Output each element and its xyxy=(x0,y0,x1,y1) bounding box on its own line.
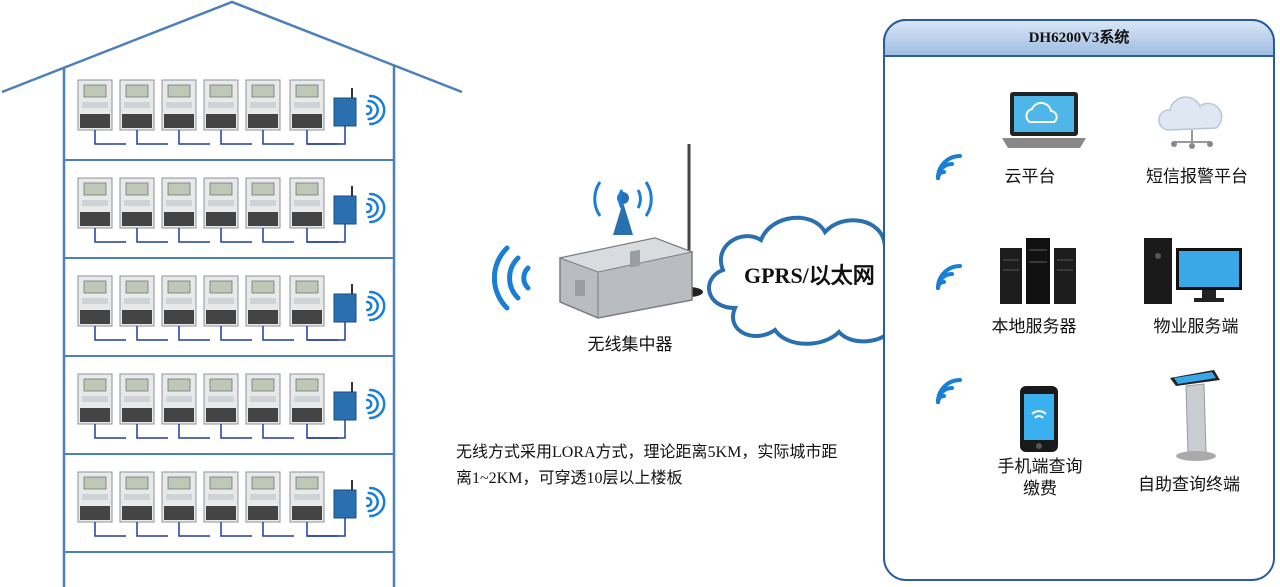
electric-meter-icon xyxy=(77,373,113,425)
electric-meter-icon xyxy=(119,177,155,229)
building-roof xyxy=(1,0,463,94)
electric-meter-icon xyxy=(119,275,155,327)
cloud-network-icon xyxy=(1158,96,1223,149)
electric-meter-icon xyxy=(289,177,325,229)
electric-meter-icon xyxy=(245,275,281,327)
desktop-computer-icon xyxy=(1144,238,1242,304)
wifi-signal-icon xyxy=(936,378,962,404)
electric-meter-icon xyxy=(77,79,113,131)
wifi-signal-icon xyxy=(365,290,386,322)
building-floor xyxy=(64,373,394,455)
laptop-cloud-icon xyxy=(1002,92,1086,148)
wifi-signal-icon xyxy=(365,388,386,420)
wifi-signal-icon xyxy=(365,486,386,518)
wifi-signal-icon xyxy=(365,94,386,126)
electric-meter-icon xyxy=(289,79,325,131)
electric-meter-icon xyxy=(161,177,197,229)
system-panel-title: DH6200V3系统 xyxy=(1028,30,1130,46)
electric-meter-icon xyxy=(245,373,281,425)
electric-meter-icon xyxy=(77,177,113,229)
wifi-signal-icon xyxy=(365,192,386,224)
system-panel xyxy=(883,19,1275,581)
electric-meter-icon xyxy=(289,373,325,425)
wireless-concentrator xyxy=(491,144,703,319)
electric-meter-icon xyxy=(245,177,281,229)
platform-label: 云平台 xyxy=(1004,167,1056,187)
building-floor xyxy=(64,275,394,357)
platform-label: 短信报警平台 xyxy=(1146,167,1248,187)
description-text: 无线方式采用LORA方式，理论距离5KM，实际城市距离1~2KM，可穿透10层以… xyxy=(456,444,838,487)
electric-meter-icon xyxy=(161,373,197,425)
electric-meter-icon xyxy=(77,275,113,327)
lora-module-icon xyxy=(333,284,357,323)
electric-meter-icon xyxy=(289,471,325,523)
electric-meter-icon xyxy=(203,177,239,229)
platform-label: 本地服务器 xyxy=(991,317,1077,337)
concentrator-label: 无线集中器 xyxy=(587,335,673,355)
lora-module-icon xyxy=(333,186,357,225)
electric-meter-icon xyxy=(203,373,239,425)
kiosk-terminal-icon xyxy=(1170,370,1220,461)
building-floor xyxy=(64,471,394,553)
electric-meter-icon xyxy=(119,79,155,131)
electric-meter-icon xyxy=(77,471,113,523)
building-floor xyxy=(64,79,394,161)
network-label: GPRS/以太网 xyxy=(744,263,875,288)
electric-meter-icon xyxy=(203,471,239,523)
server-icon xyxy=(1000,238,1076,304)
wifi-signal-icon xyxy=(936,154,962,180)
wifi-signal-icon xyxy=(491,245,531,311)
platform-label: 自助查询终端 xyxy=(1138,475,1240,495)
antenna-tower-icon xyxy=(593,181,653,235)
lora-module-icon xyxy=(333,88,357,127)
lora-module-icon xyxy=(333,480,357,519)
electric-meter-icon xyxy=(161,275,197,327)
electric-meter-icon xyxy=(245,471,281,523)
building xyxy=(1,0,463,587)
electric-meter-icon xyxy=(119,373,155,425)
smartphone-icon xyxy=(1020,386,1058,452)
electric-meter-icon xyxy=(245,79,281,131)
electric-meter-icon xyxy=(161,79,197,131)
concentrator-box xyxy=(558,237,694,319)
platform-label: 物业服务端 xyxy=(1153,317,1239,337)
electric-meter-icon xyxy=(203,275,239,327)
electric-meter-icon xyxy=(289,275,325,327)
lora-module-icon xyxy=(333,382,357,421)
electric-meter-icon xyxy=(161,471,197,523)
wifi-signal-icon xyxy=(936,264,962,290)
electric-meter-icon xyxy=(203,79,239,131)
building-floor xyxy=(64,177,394,259)
platform-label: 手机端查询缴费 xyxy=(997,457,1083,499)
electric-meter-icon xyxy=(119,471,155,523)
